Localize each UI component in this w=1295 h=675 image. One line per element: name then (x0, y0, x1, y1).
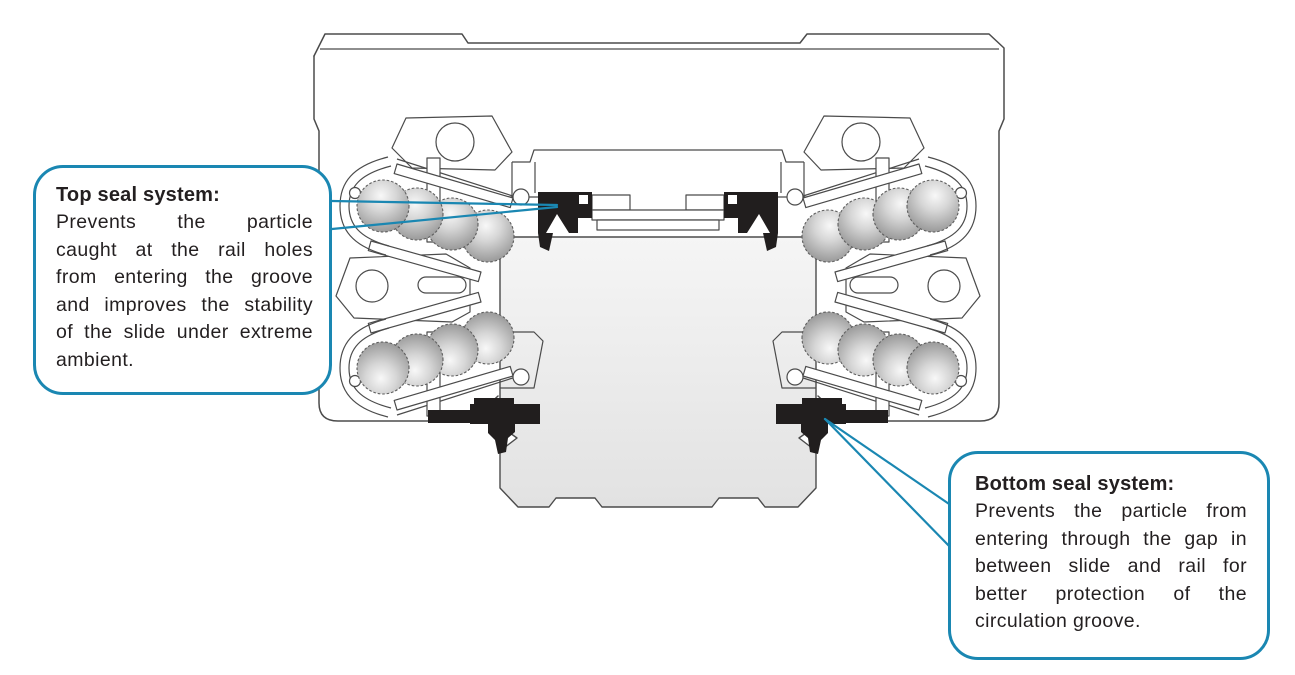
callout-bottom-line: circulation groove. (975, 610, 1141, 632)
callout-top-line: caught at the rail holes (56, 238, 313, 261)
callout-top-line: ambient. (56, 348, 134, 371)
callout-bottom-line: Prevents the particle from (975, 500, 1247, 522)
callout-bottom-title: Bottom seal system: (975, 473, 1175, 495)
callout-bottom-line: better protection of the (975, 582, 1247, 605)
callout-bottom-line: entering through the gap in (975, 527, 1247, 550)
callout-top-seal: Top seal system: Prevents the particle c… (33, 165, 332, 395)
rail-cross-section (499, 236, 817, 508)
callout-top-title: Top seal system: (56, 184, 221, 206)
rail-groove-ridge-right (772, 331, 816, 389)
top-seal-pocket-lines (504, 149, 812, 198)
top-retainer-strips (591, 194, 725, 231)
rail-groove-ridge-left (500, 331, 544, 389)
callout-top-line: and improves the stability (56, 293, 313, 316)
callout-top-line: Prevents the particle (56, 211, 313, 233)
leader-lines-bottom-seal (823, 417, 954, 551)
callout-bottom-line: between slide and rail for (975, 555, 1247, 577)
return-channel-bosses (335, 115, 981, 323)
callout-top-line: of the slide under extreme (56, 321, 313, 343)
callout-top-line: from entering the groove (56, 266, 313, 288)
leader-lines-top-seal (330, 199, 559, 231)
callout-bottom-seal: Bottom seal system: Prevents the particl… (948, 451, 1270, 660)
